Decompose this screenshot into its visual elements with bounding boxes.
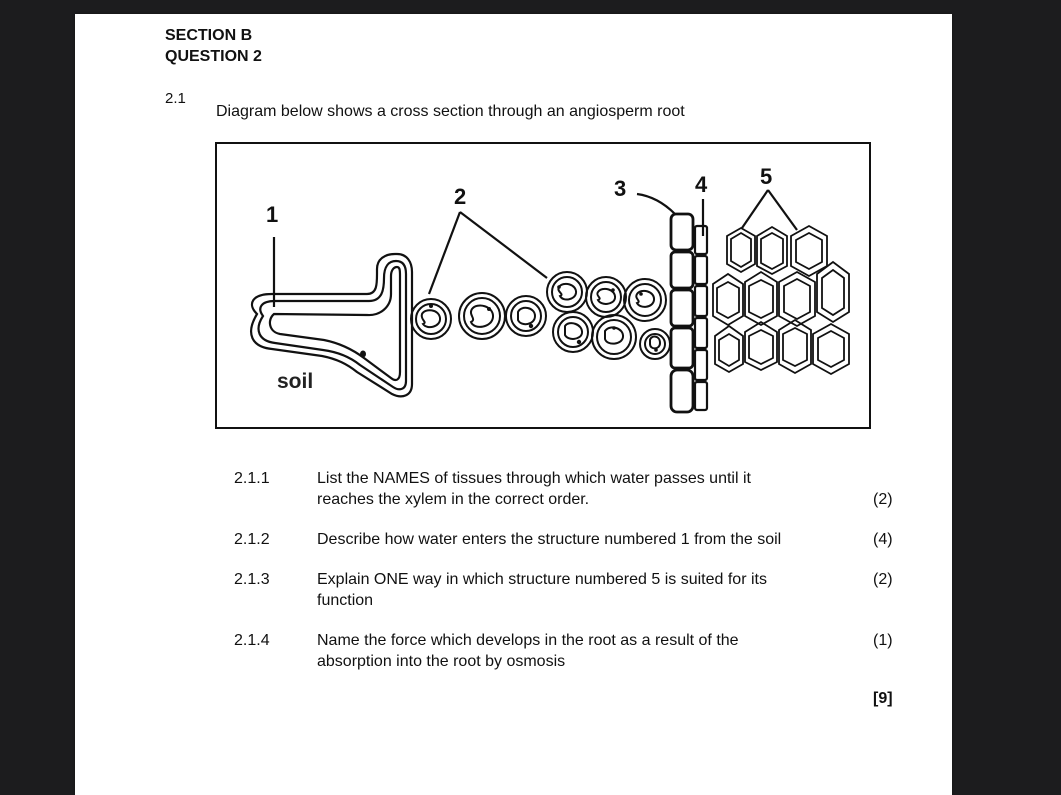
- label-1: 1: [266, 202, 278, 227]
- total-marks: [9]: [873, 690, 893, 707]
- question-text: Name the force which develops in the roo…: [317, 630, 837, 672]
- question-text: Explain ONE way in which structure numbe…: [317, 569, 837, 611]
- section-heading: SECTION B: [165, 27, 253, 44]
- question-text-line: List the NAMES of tissues through which …: [317, 470, 751, 487]
- question-text-line: function: [317, 592, 374, 609]
- root-cross-section-diagram: 1 2 3 4 5 soil: [215, 142, 871, 429]
- label-2: 2: [454, 184, 466, 209]
- question-text: List the NAMES of tissues through which …: [317, 468, 837, 510]
- label-5: 5: [760, 164, 772, 189]
- question-text-line: Explain ONE way in which structure numbe…: [317, 571, 767, 588]
- question-marks: (2): [873, 571, 893, 588]
- diagram-intro: Diagram below shows a cross section thro…: [216, 103, 685, 120]
- label-4: 4: [695, 172, 708, 197]
- subquestion-number: 2.1: [165, 90, 186, 107]
- label-3: 3: [614, 176, 626, 201]
- question-number: 2.1.3: [234, 571, 270, 588]
- question-text: Describe how water enters the structure …: [317, 529, 837, 550]
- root-diagram-svg: 1 2 3 4 5 soil: [250, 164, 850, 414]
- soil-label: soil: [277, 370, 313, 393]
- question-text-line: Describe how water enters the structure …: [317, 531, 782, 548]
- document-page: SECTION B QUESTION 2 2.1 Diagram below s…: [75, 14, 952, 795]
- question-text-line: Name the force which develops in the roo…: [317, 632, 739, 649]
- question-number: 2.1.2: [234, 531, 270, 548]
- question-text-line: absorption into the root by osmosis: [317, 653, 566, 670]
- question-marks: (2): [873, 491, 893, 508]
- question-number: 2.1.4: [234, 632, 270, 649]
- question-heading: QUESTION 2: [165, 48, 262, 65]
- question-text-line: reaches the xylem in the correct order.: [317, 491, 590, 508]
- question-number: 2.1.1: [234, 470, 270, 487]
- question-marks: (1): [873, 632, 893, 649]
- question-marks: (4): [873, 531, 893, 548]
